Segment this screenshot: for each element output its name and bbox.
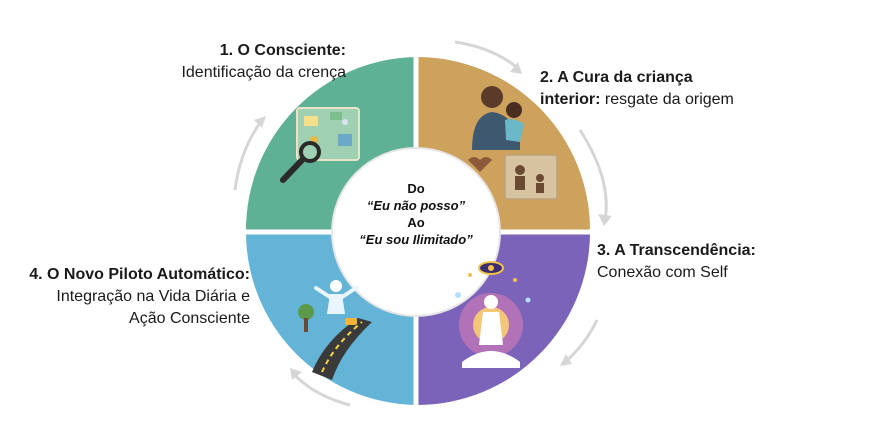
cycle-arrows [233, 40, 612, 407]
stage-4-subtitle-cont: Ação Consciente [129, 310, 250, 327]
center-circle [331, 147, 501, 317]
stage-4-subtitle: Integração na Vida Diária e [56, 288, 250, 305]
road-person-icon [298, 280, 372, 380]
stage-2-subtitle: resgate da origem [604, 91, 734, 108]
center-line-to: Ao [407, 215, 425, 230]
arrow-top-head-icon [510, 62, 522, 74]
center-text: Do “Eu não posso” Ao “Eu sou Ilimitado” [340, 180, 492, 248]
arrow-left-icon [233, 119, 264, 191]
center-line-cannot: “Eu não posso” [366, 198, 466, 213]
stage-3-subtitle: Conexão com Self [597, 264, 728, 281]
arrow-left-head-icon [254, 116, 266, 128]
label-stage-3: 3. A Transcendência: Conexão com Self [597, 240, 756, 284]
stage-1-title: 1. O Consciente: [219, 42, 346, 59]
stage-4-title: 4. O Novo Piloto Automático: [29, 266, 250, 283]
parent-child-icon [468, 86, 558, 200]
stage-2-title-cont: interior: [540, 91, 601, 108]
segment-separators [244, 55, 592, 407]
meditation-icon [455, 261, 531, 368]
center-line-unlimited: “Eu sou Ilimitado” [359, 232, 473, 247]
stage-1-subtitle: Identificação da crença [181, 64, 346, 81]
arrow-bottom-right-head-icon [560, 354, 572, 366]
arrow-right-icon [578, 129, 608, 221]
stage-3-title: 3. A Transcendência: [597, 242, 756, 259]
arrow-right-head-icon [598, 214, 612, 226]
arrow-bottom-left-head-icon [290, 368, 302, 380]
segment-piloto-automatico [245, 232, 416, 405]
arrow-bottom-right-icon [564, 319, 599, 364]
label-stage-2: 2. A Cura da criança interior: resgate d… [540, 67, 734, 111]
magnifier-map-icon [280, 107, 360, 183]
center-line-from: Do [407, 181, 425, 196]
label-stage-1: 1. O Consciente: Identificação da crença [168, 40, 346, 84]
stage-2-title: 2. A Cura da criança [540, 69, 693, 86]
label-stage-4: 4. O Novo Piloto Automático: Integração … [10, 264, 250, 330]
